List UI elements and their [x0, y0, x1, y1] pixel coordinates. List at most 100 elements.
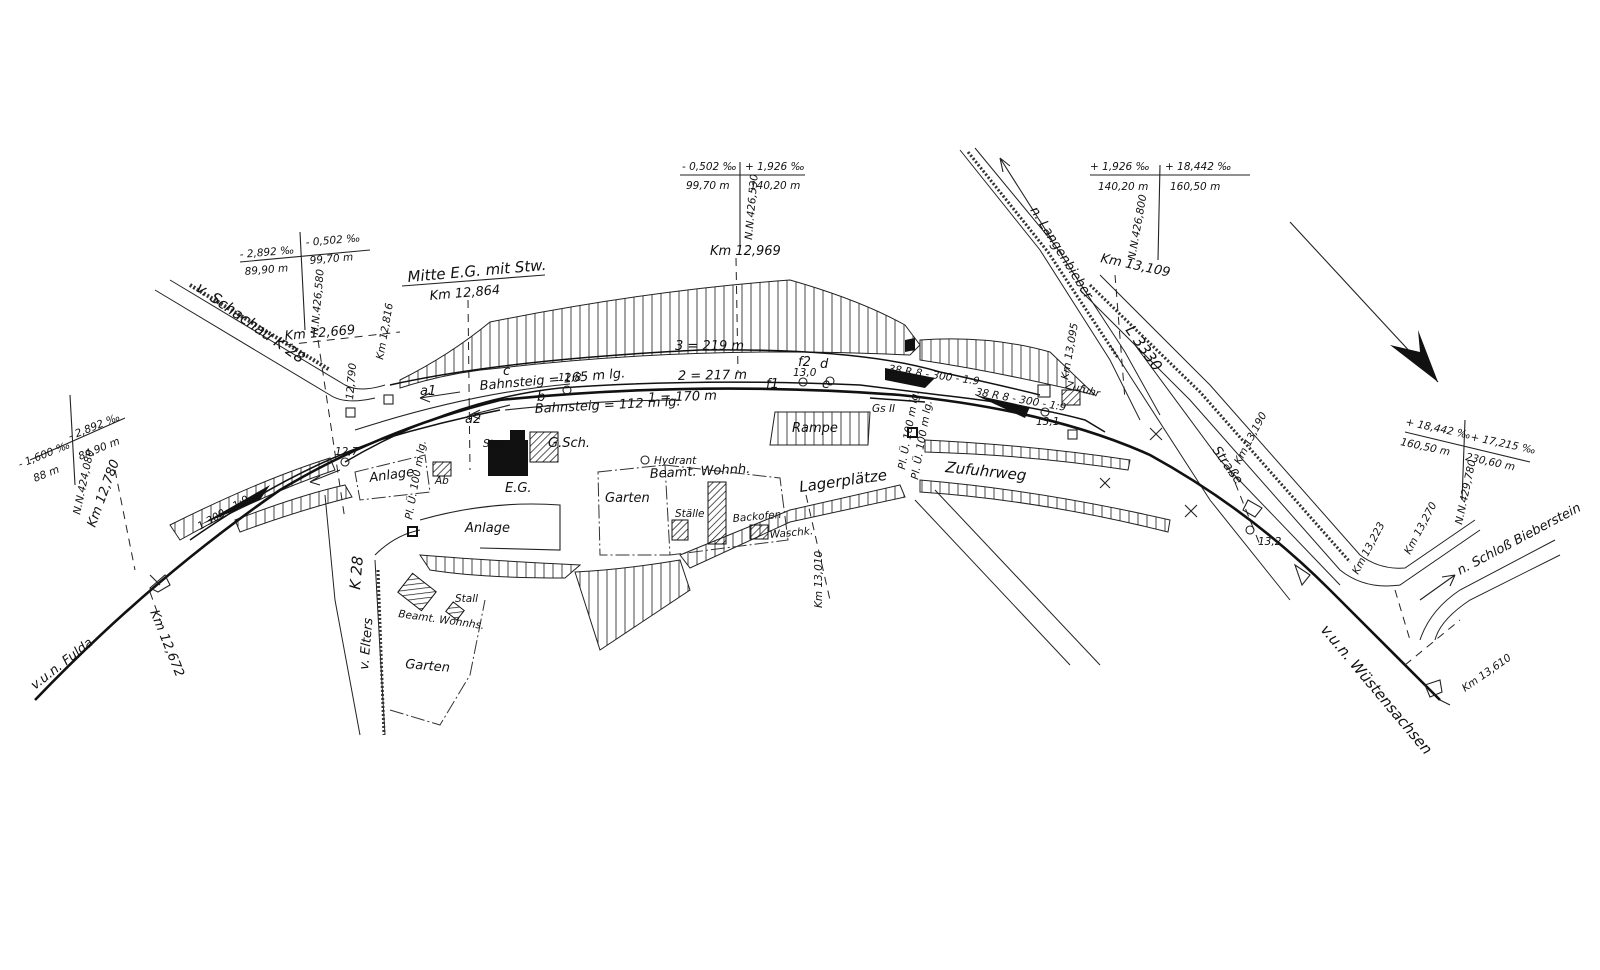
track-gs2: [869, 397, 926, 403]
n-langenbieber-label: n. Langenbieber: [1027, 204, 1097, 303]
km-13095-label: Km 13,095: [1059, 322, 1081, 381]
grad2-bottom-right: 140,20 m: [750, 180, 800, 192]
embankment-west-2: [234, 484, 353, 533]
grad1-top-left: - 2,892 ‰: [239, 244, 295, 261]
crossing-box-1: [345, 407, 356, 418]
track-main: [34, 387, 1441, 701]
road-zufuhrweg-south-b: [934, 489, 1101, 666]
north-arrow-head: [1390, 330, 1438, 382]
ref-line-mitte: [467, 299, 471, 471]
km-12969-label: Km 12,969: [710, 244, 781, 259]
point-13-0-label: 13,0: [793, 367, 817, 379]
fence-garten-south: [389, 599, 486, 726]
gleis-2-label: 2 = 217 m: [678, 368, 747, 384]
track-e-label: e: [822, 377, 830, 392]
grad2-top-right: + 1,926 ‰: [745, 161, 805, 173]
l3330-label: L 3330: [1122, 322, 1166, 374]
mitte-label-group: Mitte E.G. mit Stw. Km 12,864: [401, 256, 547, 304]
grad1-top-right: - 0,502 ‰: [305, 232, 361, 249]
track-2: [344, 381, 941, 463]
signal-east: [1293, 563, 1311, 587]
cross-3: [1099, 477, 1111, 489]
ref-line-13109: [1114, 274, 1126, 401]
grad1-bottom-right: 99,70 m: [309, 251, 354, 267]
road-zufuhrweg-south-a: [914, 499, 1071, 666]
embankment-zufuhr-2: [919, 479, 1171, 533]
km-12816-label: Km 12,816: [374, 302, 396, 361]
point-13-0: [798, 377, 808, 387]
crossing-box-2: [383, 394, 394, 405]
point-12-8-label: 12,8: [558, 372, 582, 384]
grad5-bottom-left: 88 m: [32, 464, 61, 485]
road-l3330-a: [1079, 289, 1481, 587]
point-e: [825, 376, 835, 386]
v-wuestensachsen-label: v.u.n. Wüstensachsen: [1317, 621, 1436, 758]
road-langenbieber-a: [959, 149, 1141, 421]
v-elters-label: v. Elters: [357, 617, 376, 670]
staelle-label: Ställe: [675, 508, 705, 520]
building-beamt-wohnhs: [397, 572, 437, 612]
ref-line-12669: [317, 339, 346, 521]
gradient-marker-3: + 1,926 ‰ + 18,442 ‰ 140,20 m 160,50 m: [1090, 161, 1250, 261]
ref-line-km-12669-h: [284, 331, 401, 346]
hydrant-label: Hydrant: [654, 455, 697, 467]
point-12-7: [340, 457, 350, 467]
road-k28-elters-c: [376, 569, 386, 736]
road-k28-elters-a: [324, 494, 361, 736]
v-fulda-label: v.u.n. Fulda: [28, 635, 96, 693]
track-c-label: c: [503, 364, 510, 379]
track-d-label: d: [820, 357, 829, 372]
road-schachau-k28-b: [169, 279, 386, 390]
ref-line-13270: [1394, 589, 1411, 641]
km-13190-label: Km 13,190: [1232, 410, 1270, 466]
dim-12790-label: 12,790: [344, 362, 359, 400]
gsch-label: G.Sch.: [548, 436, 590, 451]
building-eg-annex: [510, 430, 525, 442]
grad3-top-left: + 1,926 ‰: [1090, 161, 1150, 173]
ref-line-12780: [114, 469, 136, 571]
grad1-bottom-left: 89,90 m: [244, 262, 289, 278]
nn-426800-label: N.N.426,800: [1126, 193, 1149, 260]
cross-1: [1149, 427, 1163, 441]
building-zufuhr: [1061, 389, 1081, 406]
fence-beamt: [664, 464, 789, 556]
k28-label: K 28: [346, 555, 367, 590]
embankment-road-south: [419, 554, 582, 579]
embankment-rampe: [769, 411, 871, 446]
fence-anlage-small: [354, 454, 431, 501]
track-a1-label: a1: [420, 384, 436, 399]
grad2-top-left: - 0,502 ‰: [682, 161, 737, 173]
nn-426530-label: N.N.426,530: [743, 173, 761, 240]
point-13-1: [1040, 407, 1050, 417]
n-schloss-label: n. Schloß Bieberstein: [1455, 501, 1584, 579]
building-eg: [488, 440, 528, 476]
stall-label: Stall: [455, 593, 478, 605]
track-f2-label: f2: [798, 355, 811, 370]
crossing-box-3: [407, 526, 418, 537]
switch-west: [200, 485, 270, 525]
km-13610-label: Km 13,610: [1460, 652, 1514, 695]
building-stall: [445, 601, 465, 621]
signal-strasse: [1242, 499, 1263, 518]
track-a2-label: a2: [465, 412, 481, 427]
stw-label: Stw: [483, 438, 503, 450]
zufuhrweg-label: Zufuhrweg: [944, 458, 1028, 485]
grad3-bottom-right: 160,50 m: [1170, 181, 1220, 193]
signal-west: [149, 574, 171, 593]
garten-label-2: Garten: [405, 657, 451, 676]
backofen-label: Backofen: [732, 509, 782, 525]
embankment-south: [574, 559, 691, 651]
grad4-bottom-left: 160,50 m: [1399, 436, 1451, 458]
beamt-wohnhs-label: Beamt. Wohnhs.: [398, 608, 486, 632]
fence-anlage: [419, 503, 561, 551]
nn-426580-label: N.N.426,580: [309, 268, 327, 335]
arrow-a1: [419, 391, 461, 403]
km-12672-label: Km 12,672: [146, 608, 186, 679]
ref-line-12969: [735, 257, 739, 373]
hydrant-symbol: [640, 455, 650, 465]
anlage-label-2: Anlage: [464, 521, 510, 536]
switch-east-2: [975, 395, 1030, 418]
road-strasse-b: [1134, 344, 1341, 586]
point-12-7-label: 12,7: [335, 446, 359, 458]
